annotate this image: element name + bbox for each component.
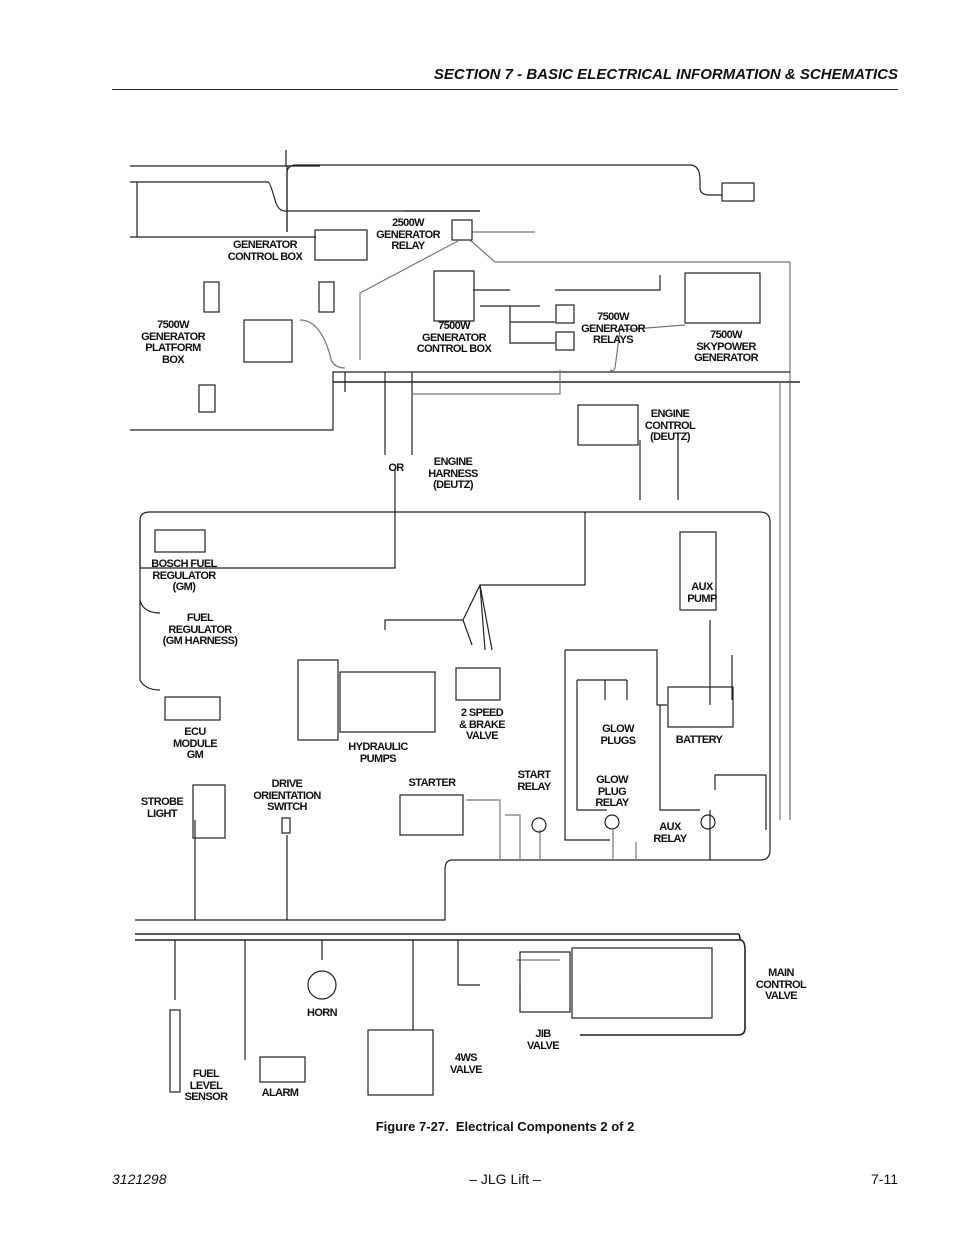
doc-number: 3121298: [112, 1171, 167, 1187]
strobe-light-icon: [192, 784, 226, 839]
relay-icon: [555, 304, 575, 324]
switch-icon: [318, 281, 335, 313]
start-relay-icon: [531, 817, 547, 833]
engine-control-icon: [577, 404, 639, 446]
header-rule: [112, 89, 898, 90]
label-battery: BATTERY: [675, 734, 723, 746]
ecu-icon: [164, 696, 221, 721]
generator-icon: [684, 272, 761, 324]
battery-icon: [667, 686, 734, 728]
section-title: SECTION 7 - BASIC ELECTRICAL INFORMATION…: [433, 66, 898, 83]
receptacle-icon: [721, 182, 755, 202]
aux-relay-icon: [700, 814, 716, 830]
label-starter: STARTER: [408, 777, 457, 789]
aux-pump-icon: [679, 531, 717, 611]
alarm-icon: [259, 1056, 306, 1083]
page-number: 7-11: [871, 1171, 898, 1187]
control-box-icon: [433, 270, 475, 322]
relay-icon: [451, 219, 473, 241]
hydraulic-pump-icon: [297, 659, 339, 741]
sensor-icon: [198, 384, 216, 413]
platform-box-icon: [243, 319, 293, 363]
relay-icon: [555, 331, 575, 351]
label-alarm: ALARM: [261, 1087, 299, 1099]
main-control-valve-icon: [571, 947, 713, 1019]
components: [154, 182, 761, 1096]
glow-relay-icon: [604, 814, 620, 830]
horn-icon: [307, 970, 337, 1000]
fuel-sensor-icon: [169, 1009, 181, 1093]
footer-center: – JLG Lift –: [469, 1171, 541, 1187]
drive-switch-icon: [281, 817, 291, 834]
label-horn: HORN: [307, 1007, 338, 1019]
label-or: OR: [388, 462, 404, 474]
hydraulic-pump-icon: [339, 671, 436, 733]
brake-valve-icon: [455, 667, 501, 701]
figure-caption: Figure 7-27. Electrical Components 2 of …: [375, 1119, 635, 1134]
wires: [130, 150, 800, 1060]
switch-icon: [203, 281, 220, 313]
4ws-valve-icon: [367, 1029, 434, 1096]
bosch-regulator-icon: [154, 529, 206, 553]
jib-valve-icon: [519, 951, 571, 1013]
generator-control-box-icon: [314, 229, 368, 261]
starter-icon: [399, 794, 464, 836]
